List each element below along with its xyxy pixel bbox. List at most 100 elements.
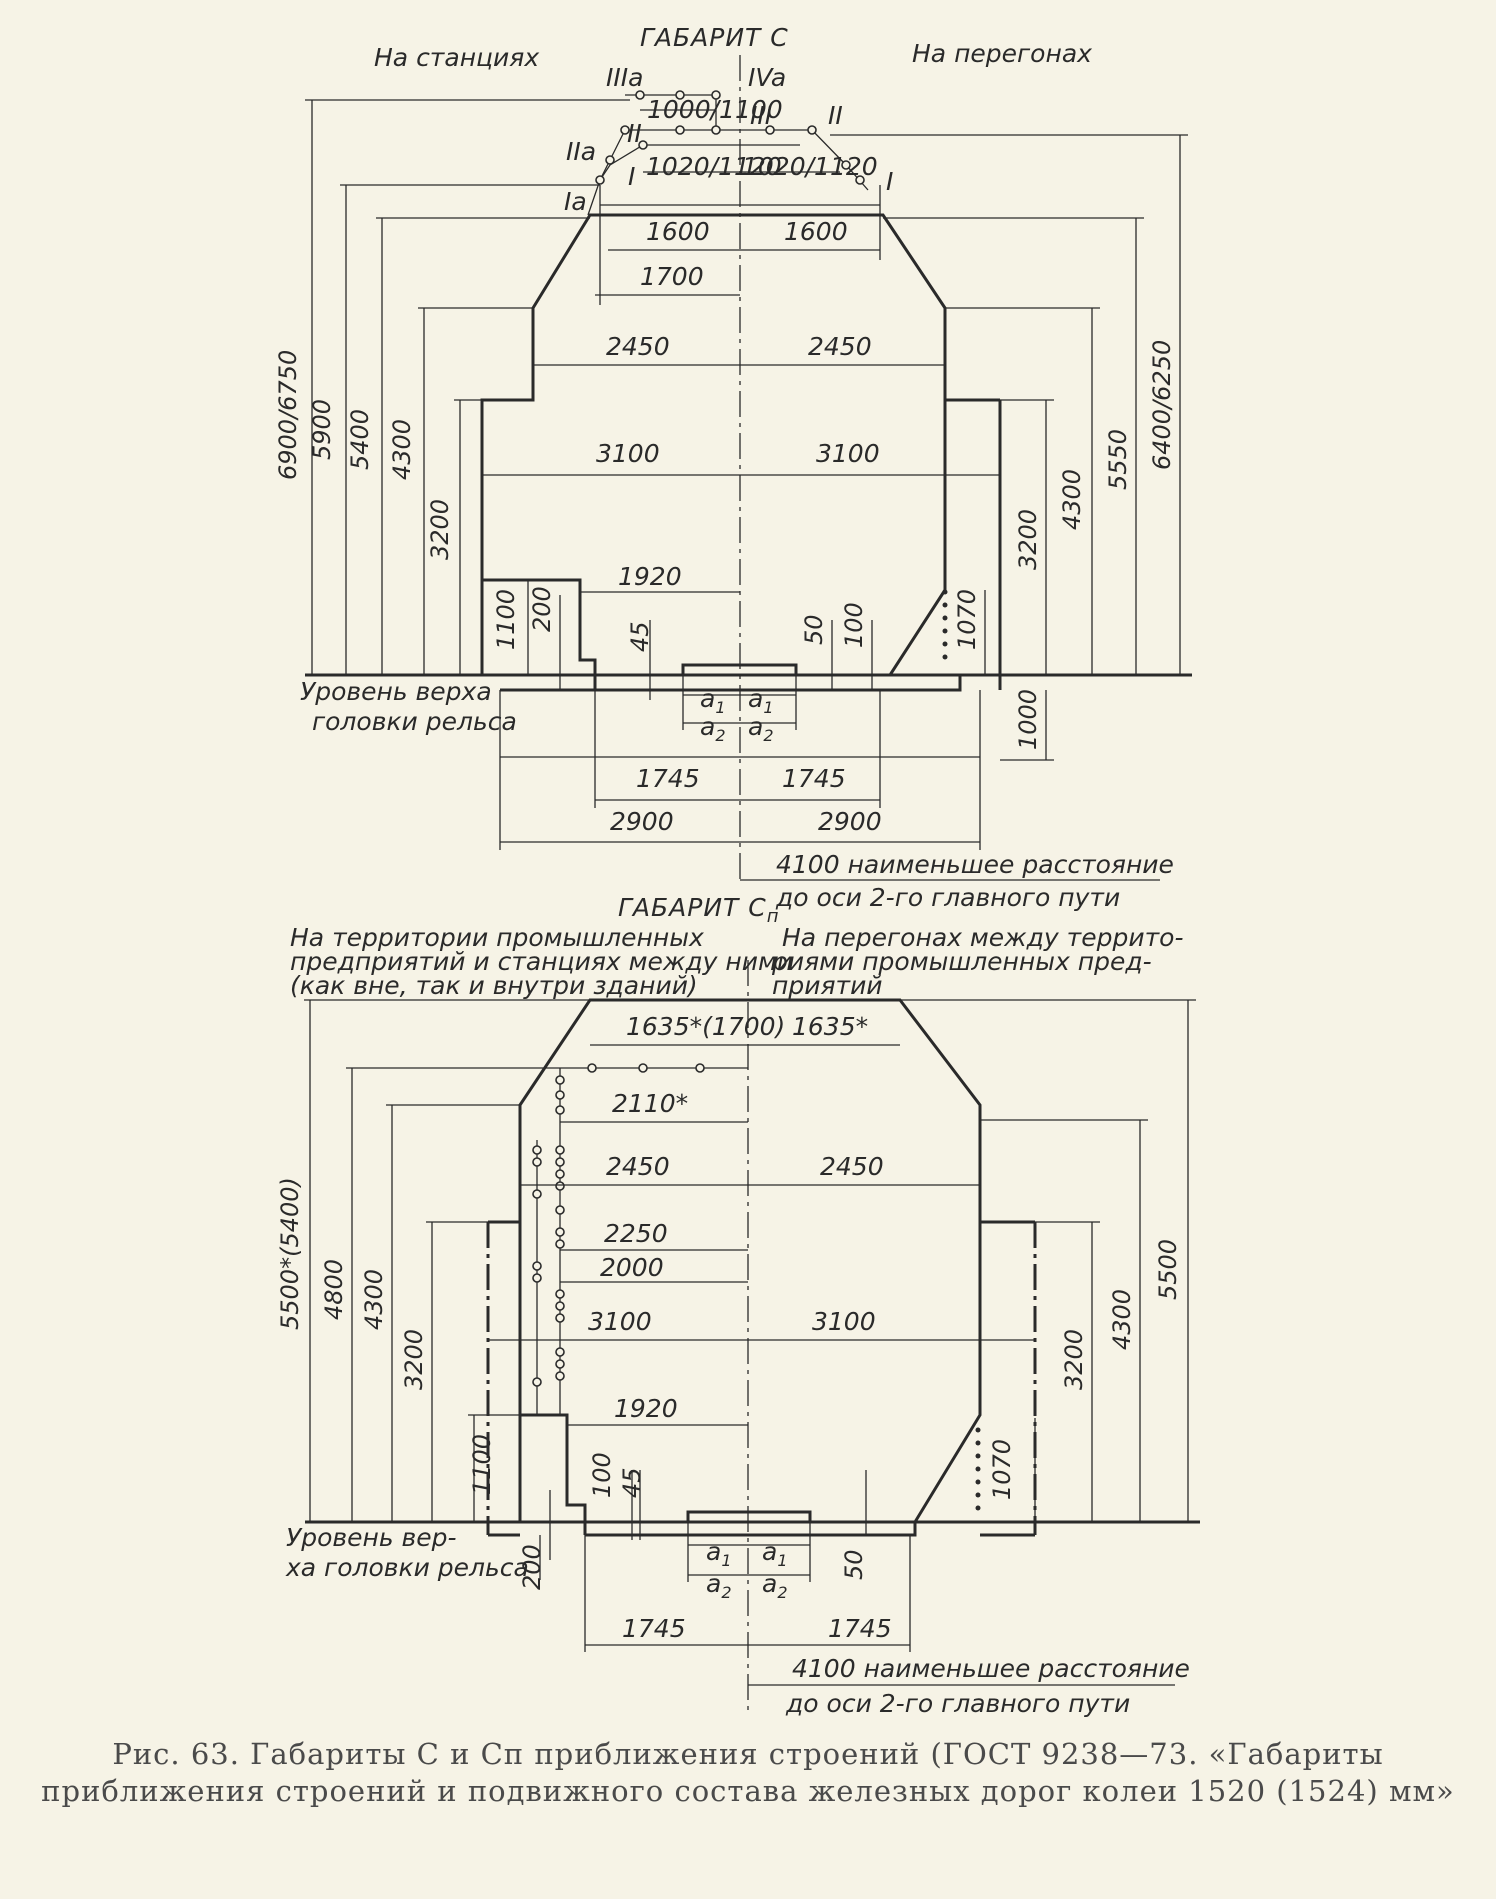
top-rail-level-1: Уровень верха: [300, 677, 492, 706]
roman-Ia: Ia: [564, 187, 587, 216]
bottom-dim-3200-left: 3200: [400, 1329, 428, 1390]
top-node: [620, 125, 630, 135]
bottom-outline: [518, 998, 982, 1537]
top-upper-poly-3: [587, 144, 800, 216]
top-dim-3200-left: 3200: [426, 499, 454, 560]
top-v-dim-lines-left: [305, 99, 651, 700]
bottom-dim-50: 50: [840, 1549, 868, 1580]
top-a2-left: a2: [700, 712, 726, 745]
bottom-dim-4800: 4800: [320, 1259, 348, 1320]
bottom-dim-200: 200: [518, 1544, 546, 1590]
top-dim-6400: 6400/6250: [1148, 340, 1176, 470]
bottom-dim-1635-right: 1635*: [792, 1012, 868, 1041]
top-dim-1020-left: 1020/1120: [646, 152, 782, 181]
roman-III: III: [750, 101, 772, 130]
top-node: [675, 90, 685, 100]
top-node: [595, 175, 605, 185]
bottom-a1-right: a1: [762, 1537, 788, 1570]
top-rail-box: [681, 663, 798, 677]
top-dim-5900: 5900: [308, 399, 336, 460]
top-node: [605, 155, 615, 165]
bottom-h-dim-lines: [488, 1044, 1175, 1686]
top-dim-1600-left: 1600: [646, 217, 710, 246]
bottom-a2-right: a2: [762, 1569, 788, 1602]
top-node: [765, 125, 775, 135]
roman-I-left: I: [628, 162, 635, 191]
top-dim-2900-left: 2900: [610, 807, 674, 836]
top-dim-1100: 1100: [492, 589, 520, 650]
bottom-dim-1745-right: 1745: [828, 1614, 892, 1643]
top-dim-1000: 1000/1100: [647, 95, 783, 124]
bottom-dim-5500-left: 5500*(5400): [276, 1177, 304, 1330]
bottom-v-dim-lines-left: [304, 999, 641, 1580]
bottom-right-note-1: На перегонах между террито-: [782, 923, 1183, 952]
roman-II-right: II: [828, 101, 843, 130]
bottom-outline-lower: [520, 1413, 587, 1535]
bottom-dim-2110: 2110*: [612, 1089, 688, 1118]
bottom-rail-level-1: Уровень вер-: [286, 1523, 457, 1552]
roman-IIIa: IIIa: [606, 63, 643, 92]
top-node: [841, 160, 851, 170]
top-right-heading: На перегонах: [912, 39, 1092, 68]
top-node: [855, 175, 865, 185]
figure-caption: Рис. 63. Габариты С и Сп приближения стр…: [41, 1737, 1455, 1808]
top-dim-3100-left: 3100: [596, 439, 660, 468]
bottom-a1-left: a1: [706, 1537, 732, 1570]
bottom-dim-2250: 2250: [604, 1219, 668, 1248]
top-h-dim-lines: [482, 109, 1160, 881]
top-dim-4300-left: 4300: [388, 419, 416, 480]
bottom-dim-3100-left: 3100: [588, 1307, 652, 1336]
top-dim-6900: 6900/6750: [274, 350, 302, 480]
top-node: [711, 125, 721, 135]
bottom-rail-level-2: ха головки рельса: [285, 1553, 529, 1582]
top-dim-3100-right: 3100: [816, 439, 880, 468]
bottom-left-note-3: (как вне, так и внутри зданий): [290, 971, 698, 1000]
bottom-dim-2000: 2000: [600, 1253, 664, 1282]
top-dim-5400: 5400: [346, 409, 374, 470]
top-dim-1920: 1920: [618, 562, 682, 591]
top-a1-left: a1: [700, 684, 726, 717]
bottom-rail-box: [686, 1510, 812, 1524]
top-dim-1000: 1000: [1014, 689, 1042, 750]
bottom-left-note-2: предприятий и станциях между ними: [290, 947, 793, 976]
top-rail-level-2: головки рельса: [312, 707, 517, 736]
top-dim-200: 200: [528, 586, 556, 632]
bottom-dotted-marks: [975, 1427, 981, 1511]
top-dim-2450-left: 2450: [606, 332, 670, 361]
bottom-a2-left: a2: [706, 1569, 732, 1602]
bottom-right-note-3: приятий: [772, 971, 883, 1000]
bottom-v-dim-lines-right: [865, 999, 1196, 1535]
bottom-dim-4300-left: 4300: [360, 1269, 388, 1330]
top-dim-1745-right: 1745: [782, 764, 846, 793]
top-dim-4300-right: 4300: [1058, 469, 1086, 530]
top-left-heading: На станциях: [374, 43, 539, 72]
top-outline-lower: [482, 578, 597, 690]
top-dim-45: 45: [626, 621, 654, 652]
bottom-dim-3100-right: 3100: [812, 1307, 876, 1336]
top-dim-50: 50: [800, 614, 828, 645]
roman-II-left: II: [627, 119, 642, 148]
roman-I-right: I: [886, 167, 893, 196]
bottom-dim-4300-right: 4300: [1108, 1289, 1136, 1350]
top-upper-poly-2: [599, 129, 869, 191]
bottom-dim-2450-left: 2450: [606, 1152, 670, 1181]
top-node: [675, 125, 685, 135]
top-dim-1020-right: 1020/1120: [742, 152, 878, 181]
top-dim-1600-right: 1600: [784, 217, 848, 246]
top-dim-3200-right: 3200: [1014, 509, 1042, 570]
top-a1-right: a1: [748, 684, 774, 717]
bottom-title: ГАБАРИТ Сп: [618, 893, 780, 927]
top-v-dim-lines-right: [830, 134, 1188, 761]
bottom-dim-1635-left: 1635*(1700): [626, 1012, 785, 1041]
top-node: [635, 90, 645, 100]
bottom-dim-45: 45: [618, 1467, 646, 1498]
top-dim-2450-right: 2450: [808, 332, 872, 361]
bottom-left-note-1: На территории промышленных: [290, 923, 704, 952]
bottom-dim-1745-left: 1745: [622, 1614, 686, 1643]
top-dim-5550: 5550: [1104, 429, 1132, 490]
bottom-dim-3200-right: 3200: [1060, 1329, 1088, 1390]
bottom-dim-1100: 1100: [468, 1434, 496, 1495]
roman-IIa: IIa: [566, 137, 596, 166]
